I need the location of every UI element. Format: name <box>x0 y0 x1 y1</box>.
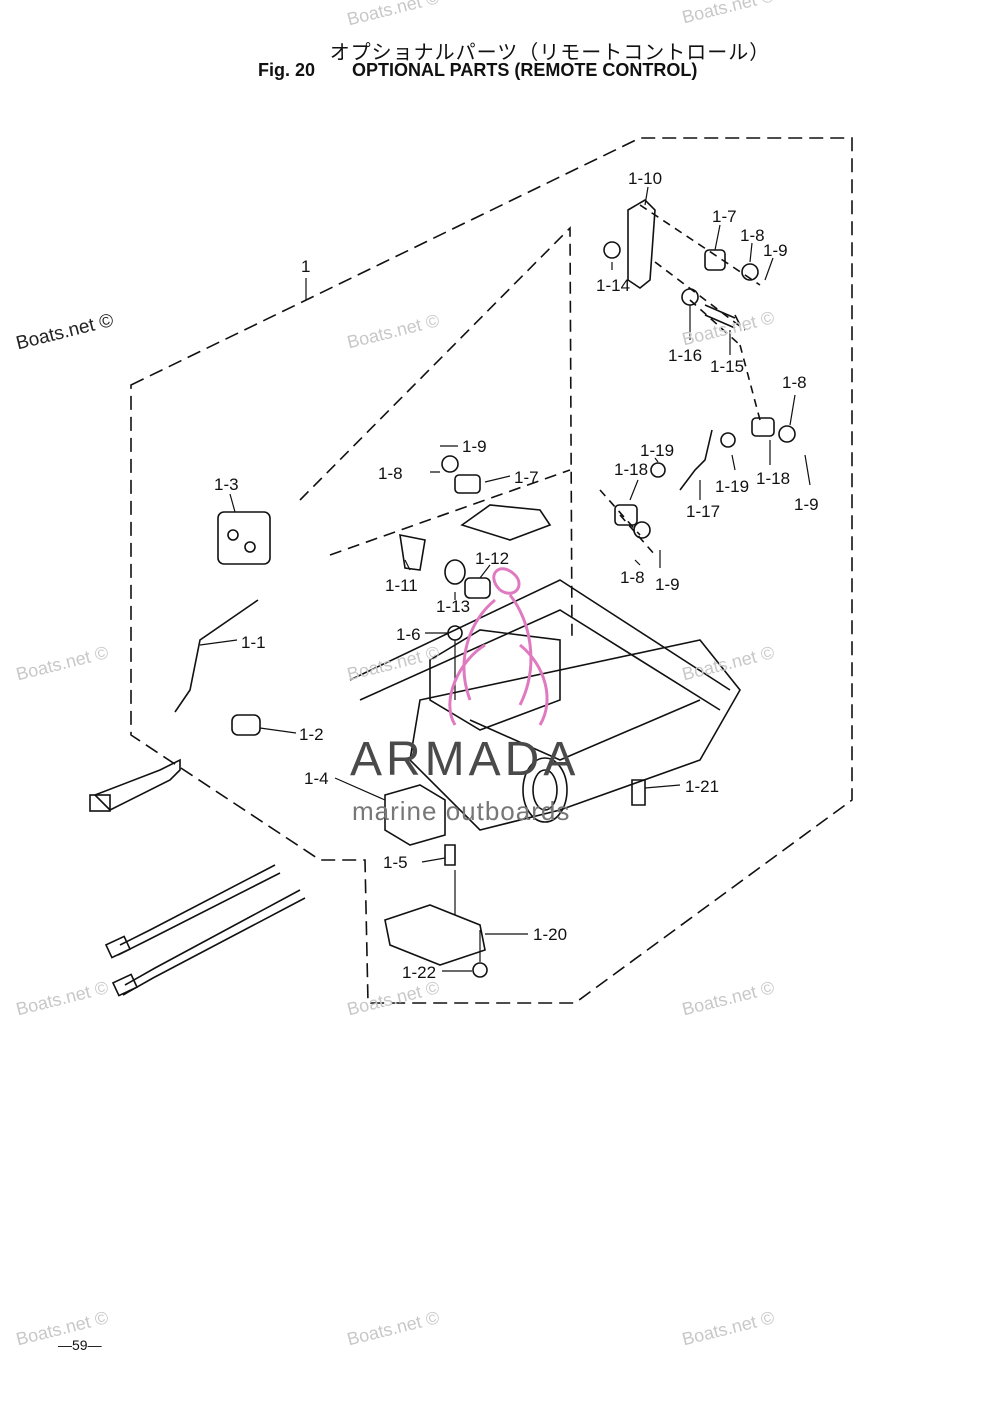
leader-lines <box>199 186 811 972</box>
nut-1-22 <box>472 962 488 978</box>
callout-1-7-mid: 1-7 <box>514 468 539 487</box>
callout-1-9-right: 1-9 <box>794 495 819 514</box>
pin-1-11 <box>399 533 426 571</box>
bolt-1-5 <box>444 844 456 866</box>
callout-1-7-top: 1-7 <box>712 207 737 226</box>
cable-fitting-lower <box>111 973 139 997</box>
callout-1-21: 1-21 <box>685 777 719 796</box>
collar-1-12 <box>464 577 491 599</box>
callout-1-19-top: 1-19 <box>640 441 674 460</box>
callout-1-15: 1-15 <box>710 357 744 376</box>
callout-1-14: 1-14 <box>596 276 630 295</box>
grommet-1-3 <box>217 511 271 565</box>
mount-1-4 <box>384 784 446 846</box>
callout-1-8-top: 1-8 <box>740 226 765 245</box>
logo-octopus-icon <box>448 567 549 726</box>
plate-1-20 <box>384 904 486 966</box>
callout-1: 1 <box>301 257 310 276</box>
washer-1-8-mid <box>441 455 459 473</box>
callout-1-18-right: 1-18 <box>756 469 790 488</box>
callout-1-16: 1-16 <box>668 346 702 365</box>
callout-1-9-top: 1-9 <box>763 241 788 260</box>
bushing-1-18-right <box>751 417 775 437</box>
rod-1-17 <box>679 429 713 491</box>
figure-number: Fig. 20 <box>258 60 316 80</box>
grommet-1-2 <box>231 714 261 736</box>
callout-1-3: 1-3 <box>214 475 239 494</box>
bushing-1-18-left <box>614 504 638 526</box>
washer-1-16 <box>681 288 699 306</box>
nut-1-19-a <box>720 432 736 448</box>
callout-1-2: 1-2 <box>299 725 324 744</box>
lever-bracket <box>460 504 552 541</box>
callout-1-8-mid: 1-8 <box>378 464 403 483</box>
callout-1-1: 1-1 <box>241 633 266 652</box>
title-japanese: オプショナルパーツ（リモートコントロール） <box>329 40 771 64</box>
callout-1-13: 1-13 <box>436 597 470 616</box>
bracket-rail <box>349 579 731 761</box>
callout-1-17: 1-17 <box>686 502 720 521</box>
bolt-1-15 <box>704 304 741 329</box>
assembly-border <box>130 137 853 1004</box>
callout-1-10: 1-10 <box>628 169 662 188</box>
bracket-body <box>409 639 741 831</box>
washer-1-13 <box>444 559 466 585</box>
link-plate <box>627 198 656 289</box>
cable-upper <box>117 864 281 956</box>
callout-1-5: 1-5 <box>383 853 408 872</box>
callout-1-19-bottom: 1-19 <box>715 477 749 496</box>
bolt-1-21 <box>631 779 646 806</box>
nut-1-19-b <box>650 462 666 478</box>
grommet-hole-a <box>227 529 239 541</box>
callout-1-11: 1-11 <box>385 576 418 595</box>
washer-1-8-top <box>741 263 759 281</box>
washer-1-8-right <box>778 425 796 443</box>
callout-1-12: 1-12 <box>475 549 509 568</box>
washer-1-14 <box>603 241 621 259</box>
callout-1-4: 1-4 <box>304 769 329 788</box>
rod-1-1 <box>174 599 259 713</box>
logo-name: ARMADA <box>350 733 579 786</box>
logo-tagline: marine outboards <box>352 796 570 826</box>
bushing-1-7-mid <box>454 474 481 494</box>
page-number: —59— <box>58 1337 102 1353</box>
callout-1-9-mid: 1-9 <box>462 437 487 456</box>
inner-border <box>299 226 573 641</box>
clamp-ring-inner <box>532 769 558 811</box>
washer-1-8-low <box>633 521 651 539</box>
cable-fitting-upper <box>104 935 132 959</box>
callout-1-8-right: 1-8 <box>782 373 807 392</box>
clamp-ring <box>522 757 568 823</box>
callout-1-8-low: 1-8 <box>620 568 645 587</box>
callout-1-18-left: 1-18 <box>614 460 648 479</box>
figure-title: OPTIONAL PARTS (REMOTE CONTROL) <box>352 60 698 80</box>
cable-holder <box>93 758 181 811</box>
callout-1-9-low: 1-9 <box>655 575 680 594</box>
leader-dash <box>599 204 761 556</box>
grommet-hole-b <box>244 541 256 553</box>
armada-logo: ARMADA marine outboards <box>350 567 579 826</box>
callout-1-6: 1-6 <box>396 625 421 644</box>
bracket-plate <box>429 629 561 731</box>
callout-1-20: 1-20 <box>533 925 567 944</box>
callout-1-22: 1-22 <box>402 963 436 982</box>
cable-end <box>89 794 111 812</box>
